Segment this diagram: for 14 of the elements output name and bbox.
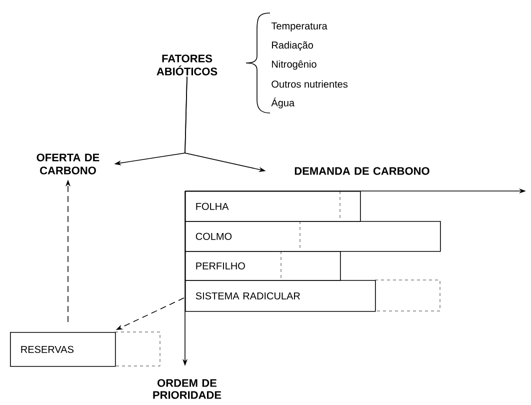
axis-label: ORDEM DE PRIORIDADE [153, 379, 222, 399]
bar-box: RESERVAS [10, 332, 160, 367]
factor-item: Nitrogênio [272, 60, 316, 70]
bold-label: FATORES ABIÓTICOS [156, 54, 218, 76]
factor-item: Temperatura [271, 22, 328, 32]
factor-item: Radiação [272, 41, 314, 51]
bar-box: FOLHA [185, 190, 361, 222]
bar-box: PERFILHO [185, 250, 341, 281]
bar-box: COLMO [185, 220, 441, 252]
factor-item: Água [271, 98, 295, 108]
bold-label: OFERTA DE CARBONO [36, 154, 100, 174]
factor-item: Outros nutrientes [272, 80, 348, 88]
bold-label: DEMANDA DE CARBONO [294, 167, 430, 175]
bar-box: SISTEMA RADICULAR [185, 280, 440, 312]
